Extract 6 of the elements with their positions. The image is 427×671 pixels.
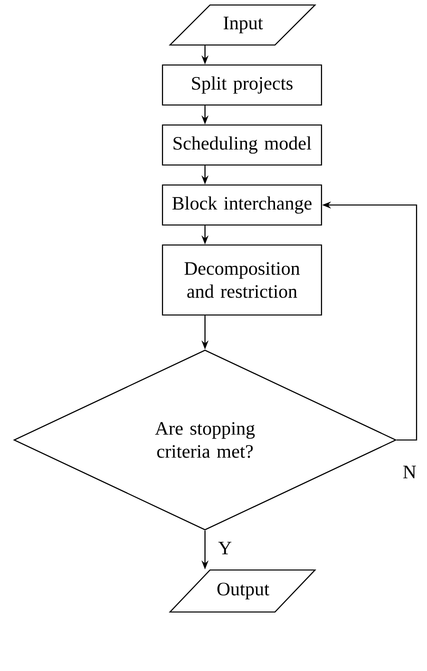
edge-label: N	[402, 464, 418, 480]
process-box: Split projects	[162, 64, 322, 106]
edge-label: Y	[217, 540, 233, 556]
process-box: Decomposition and restriction	[162, 244, 322, 316]
process-box: Block interchange	[162, 184, 322, 226]
process-box: Scheduling model	[162, 124, 322, 166]
